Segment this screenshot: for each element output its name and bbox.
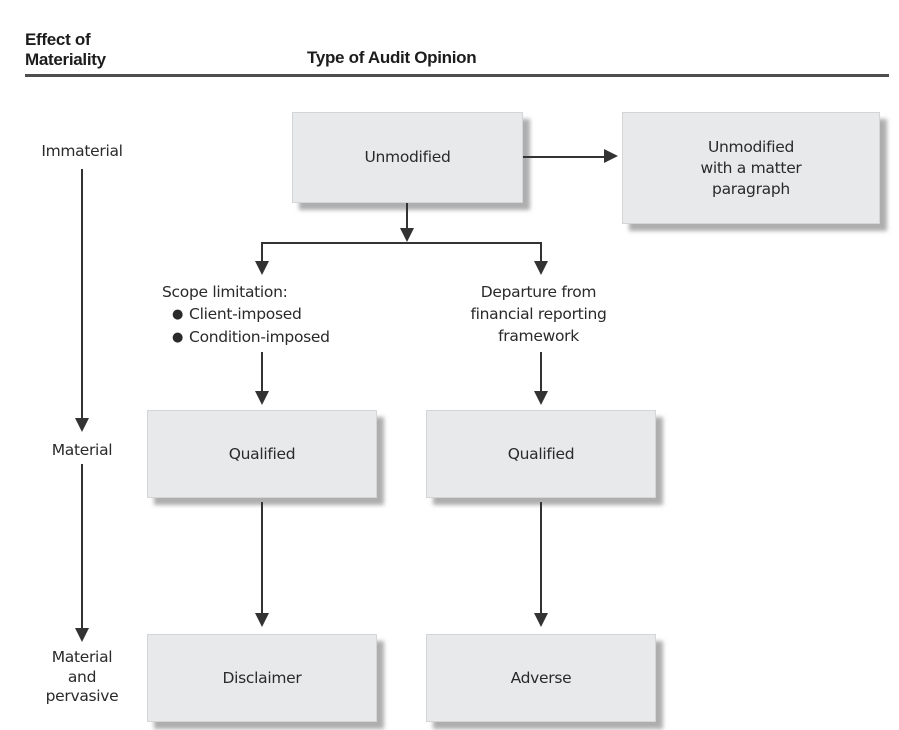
arrowhead-scope-qualified-icon bbox=[255, 391, 269, 405]
connector-qualified-to-disclaimer bbox=[261, 502, 263, 614]
arrowhead-branch-left-icon bbox=[255, 261, 269, 275]
connector-departure-to-qualified bbox=[540, 352, 542, 392]
scope-limitation-block: Scope limitation: ● Client-imposed ● Condi… bbox=[162, 281, 330, 349]
connector-unmodified-to-matter bbox=[523, 156, 604, 158]
arrowhead-unmodified-down-icon bbox=[400, 228, 414, 242]
arrowhead-branch-right-icon bbox=[534, 261, 548, 275]
node-qualified-departure: Qualified bbox=[426, 410, 656, 498]
scope-bullet-condition-label: Condition-imposed bbox=[189, 328, 330, 346]
connector-qualified-to-adverse bbox=[540, 502, 542, 614]
axis-label-material-and-pervasive: Material and pervasive bbox=[45, 648, 119, 705]
scope-bullet-client-label: Client-imposed bbox=[189, 305, 302, 323]
axis-arrowhead-to-material-icon bbox=[75, 418, 89, 432]
header-rule bbox=[25, 74, 889, 77]
column-header-type-of-audit-opinion: Type of Audit Opinion bbox=[307, 48, 477, 67]
branch-drop-right bbox=[540, 242, 542, 262]
branch-drop-left bbox=[261, 242, 263, 262]
scope-bullet-client: ● Client-imposed bbox=[162, 303, 330, 326]
axis-label-immaterial: Immaterial bbox=[41, 142, 123, 160]
node-unmodified-with-matter-paragraph: Unmodified with a matter paragraph bbox=[622, 112, 880, 224]
connector-unmodified-down bbox=[406, 203, 408, 230]
bullet-icon: ● bbox=[172, 307, 184, 322]
scope-bullet-condition: ● Condition-imposed bbox=[162, 326, 330, 349]
axis-line-upper bbox=[81, 169, 83, 419]
scope-limitation-title: Scope limitation: bbox=[162, 283, 288, 301]
node-disclaimer: Disclaimer bbox=[147, 634, 377, 722]
arrowhead-adverse-icon bbox=[534, 613, 548, 627]
arrowhead-to-matter-icon bbox=[604, 149, 618, 163]
node-adverse: Adverse bbox=[426, 634, 656, 722]
arrowhead-departure-qualified-icon bbox=[534, 391, 548, 405]
departure-from-framework-block: Departure from financial reporting frame… bbox=[470, 283, 607, 345]
arrowhead-disclaimer-icon bbox=[255, 613, 269, 627]
axis-label-material: Material bbox=[51, 441, 113, 459]
axis-line-lower bbox=[81, 464, 83, 628]
node-qualified-scope: Qualified bbox=[147, 410, 377, 498]
axis-arrowhead-to-pervasive-icon bbox=[75, 628, 89, 642]
branch-horizontal-line bbox=[261, 242, 542, 244]
bullet-icon: ● bbox=[172, 330, 184, 345]
column-header-effect-of-materiality: Effect of Materiality bbox=[25, 30, 106, 69]
connector-scope-to-qualified bbox=[261, 352, 263, 392]
node-unmodified: Unmodified bbox=[292, 112, 523, 203]
